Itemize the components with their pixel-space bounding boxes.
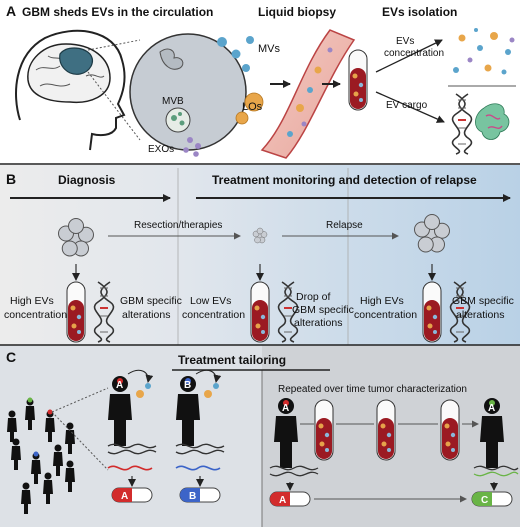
concentration-label-3: concentration	[354, 309, 417, 321]
dna-icon	[451, 93, 473, 155]
panel-b-letter: B	[6, 171, 16, 187]
exos-vesicles	[183, 137, 201, 157]
gbm-specific-label-1: GBM specific	[120, 295, 182, 307]
resection-label: Resection/therapies	[134, 220, 222, 231]
diagnosis-label: Diagnosis	[58, 173, 116, 187]
panel-a-title-right: EVs isolation	[382, 5, 457, 19]
panel-a-letter: A	[6, 3, 16, 19]
evs-conc-label-2: concentration	[384, 48, 444, 59]
gbm-specific-label-3: GBM specific	[452, 295, 514, 307]
timeline-capsule-a	[269, 491, 311, 507]
capsule-a-icon	[111, 487, 153, 503]
timeline-tube-1	[314, 399, 334, 461]
los-vesicles	[235, 92, 264, 125]
treatment-tailoring-label: Treatment tailoring	[178, 353, 286, 367]
timeline-dna-c	[473, 465, 519, 477]
timeline-tube-3	[440, 399, 460, 461]
high-evs-label-1: High EVs	[10, 295, 54, 307]
timeline-a-letter: A	[282, 403, 289, 414]
mvs-label: MVs	[258, 43, 281, 55]
mvb-label: MVB	[162, 96, 184, 107]
blood-tube-icon	[348, 49, 368, 111]
timeline-tube-2	[376, 399, 396, 461]
panel-c: C Treatment tailoring Repeated over time…	[0, 345, 520, 527]
timeline-c-letter: A	[488, 403, 495, 414]
ev-dots-cloud	[453, 28, 515, 75]
los-label: LOs	[242, 101, 263, 113]
timeline-capsule-a-letter: A	[279, 495, 286, 506]
low-evs-label: Low EVs	[190, 295, 231, 307]
alterations-label-2: alterations	[294, 317, 342, 329]
tube-diagnosis-icon	[66, 281, 86, 343]
drop-of-label: Drop of	[296, 291, 331, 303]
capsule-b-icon	[179, 487, 221, 503]
head-icon	[15, 29, 126, 151]
timeline-capsule-c	[471, 491, 513, 507]
tube-relapse-icon	[422, 281, 442, 343]
capsule-b-letter: B	[189, 491, 196, 502]
dna-horizontal-a	[107, 443, 157, 471]
panel-b: B Diagnosis Treatment monitoring and det…	[0, 165, 520, 345]
patient-crowd	[7, 397, 75, 514]
timeline-dna-a	[269, 465, 319, 477]
ev-cargo-label: EV cargo	[386, 100, 428, 111]
mvs-vesicles	[217, 36, 254, 72]
panel-a-title-mid: Liquid biopsy	[258, 5, 336, 19]
concentration-label-2: concentration	[182, 309, 245, 321]
panel-a-title-left: GBM sheds EVs in the circulation	[22, 5, 213, 19]
gbm-specific-label-2: GBM specific	[292, 304, 354, 316]
blood-vessel	[260, 29, 356, 159]
protein-icon	[475, 103, 510, 140]
alterations-label-1: alterations	[122, 309, 170, 321]
dna-horizontal-b	[175, 443, 225, 471]
tumor-region	[59, 47, 93, 75]
evs-conc-label-1: EVs	[396, 36, 414, 47]
tumor-cell	[129, 33, 247, 151]
high-evs-label-2: High EVs	[360, 295, 404, 307]
relapse-label: Relapse	[326, 220, 363, 231]
repeated-label: Repeated over time tumor characterizatio…	[278, 384, 467, 395]
patient-a-letter: A	[116, 380, 123, 391]
monitoring-label: Treatment monitoring and detection of re…	[212, 173, 477, 187]
exos-label: EXOs	[148, 144, 174, 155]
capsule-a-letter: A	[121, 491, 128, 502]
concentration-label-1: concentration	[4, 309, 67, 321]
timeline-capsule-c-letter: C	[481, 495, 488, 506]
tube-monitoring-icon	[250, 281, 270, 343]
panel-c-letter: C	[6, 349, 16, 365]
panel-a: A GBM sheds EVs in the circulation Liqui…	[6, 3, 516, 159]
patient-b-letter: B	[184, 380, 191, 391]
alterations-label-3: alterations	[456, 309, 504, 321]
